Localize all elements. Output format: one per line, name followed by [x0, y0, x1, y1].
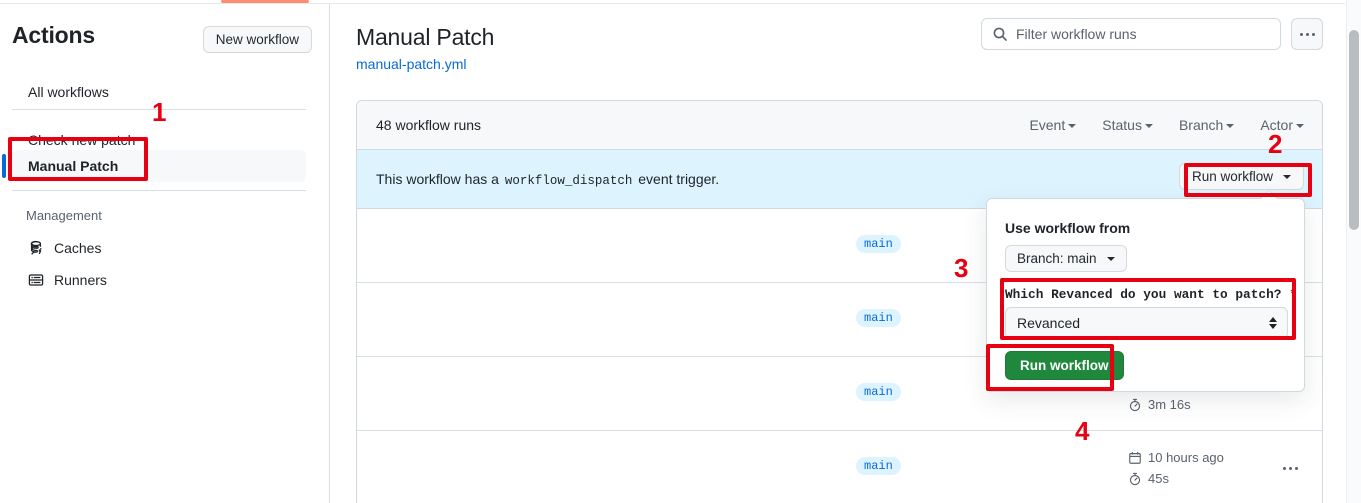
- sidebar-header: Actions New workflow: [12, 22, 312, 56]
- filter-actor[interactable]: Actor: [1260, 117, 1304, 133]
- table-row[interactable]: main 10 hours ago: [357, 431, 1322, 503]
- filter-event[interactable]: Event: [1029, 117, 1077, 133]
- scrollbar-thumb[interactable]: [1349, 30, 1359, 230]
- sidebar-item-label: Runners: [54, 272, 107, 288]
- dispatch-event-code: workflow_dispatch: [504, 173, 633, 188]
- workflow-title: Manual Patch: [356, 24, 495, 50]
- sidebar-item-caches[interactable]: Caches: [12, 233, 306, 263]
- kebab-horizontal-icon: [1282, 466, 1298, 470]
- run-meta: 3m 16s: [1128, 373, 1248, 415]
- header-divider: [0, 3, 1345, 4]
- sidebar-item-label: Caches: [54, 240, 102, 256]
- submit-run-workflow-button[interactable]: Run workflow: [1005, 351, 1124, 380]
- runs-count-label: 48 workflow runs: [376, 117, 482, 133]
- actions-sidebar: Actions New workflow All workflows Check…: [0, 4, 330, 503]
- run-meta: 10 hours ago 45s: [1128, 447, 1248, 489]
- stopwatch-icon: [1128, 472, 1142, 486]
- run-duration: 3m 16s: [1128, 394, 1248, 415]
- chevron-down-icon: [1144, 124, 1153, 128]
- sidebar-item-runners[interactable]: Runners: [12, 265, 306, 295]
- branch-badge[interactable]: main: [856, 235, 901, 253]
- page-title: Actions: [12, 22, 95, 48]
- chevron-down-icon: [1283, 174, 1291, 179]
- chevron-down-icon: [1296, 124, 1304, 128]
- search-placeholder: Filter workflow runs: [1016, 26, 1137, 42]
- run-workflow-dropdown-button[interactable]: Run workflow: [1178, 163, 1304, 190]
- runs-table-header: 48 workflow runs Event Status Branch Act…: [357, 101, 1322, 150]
- sidebar-divider-top: [12, 109, 306, 110]
- filter-status[interactable]: Status: [1102, 117, 1153, 133]
- chevron-down-icon: [1226, 124, 1235, 128]
- branch-badge[interactable]: main: [856, 383, 901, 401]
- cache-icon: [28, 240, 44, 256]
- workflow-input-label: Which Revanced do you want to patch? *: [1005, 287, 1297, 302]
- new-workflow-button[interactable]: New workflow: [202, 26, 312, 53]
- revanced-select[interactable]: Revanced: [1005, 307, 1288, 339]
- sidebar-item-all-workflows[interactable]: All workflows: [12, 76, 306, 108]
- sidebar-item-label: Manual Patch: [28, 158, 119, 174]
- search-input[interactable]: Filter workflow runs: [981, 18, 1281, 50]
- chevron-down-icon: [1106, 256, 1115, 261]
- branch-select-button[interactable]: Branch: main: [1005, 245, 1127, 272]
- row-more-options-button[interactable]: [1278, 459, 1302, 477]
- required-marker: *: [1289, 287, 1297, 302]
- run-workflow-popover: Use workflow from Branch: main Which Rev…: [986, 190, 1305, 392]
- filters-group: Event Status Branch Actor: [1029, 117, 1304, 133]
- workflow-file-link[interactable]: manual-patch.yml: [356, 56, 467, 72]
- search-icon: [992, 26, 1008, 42]
- sidebar-item-manual-patch[interactable]: Manual Patch: [2, 150, 306, 182]
- branch-badge[interactable]: main: [856, 457, 901, 475]
- branch-badge[interactable]: main: [856, 309, 901, 327]
- select-stepper-icon: [1269, 317, 1277, 329]
- kebab-horizontal-icon: [1299, 32, 1315, 36]
- sidebar-divider-bottom: [12, 190, 306, 191]
- dispatch-message: This workflow has a workflow_dispatch ev…: [376, 170, 720, 188]
- sidebar-item-label: All workflows: [28, 84, 109, 100]
- run-timestamp: 10 hours ago: [1128, 447, 1248, 468]
- run-duration: 45s: [1128, 468, 1248, 489]
- more-options-button[interactable]: [1291, 18, 1323, 50]
- revanced-select-value: Revanced: [1017, 315, 1081, 331]
- page-scrollbar[interactable]: [1346, 0, 1361, 503]
- server-icon: [28, 272, 44, 288]
- use-workflow-from-label: Use workflow from: [1005, 220, 1131, 236]
- filter-branch[interactable]: Branch: [1179, 117, 1235, 133]
- sidebar-item-label: Check new patch: [28, 132, 136, 148]
- active-tab-indicator: [221, 0, 309, 3]
- management-section-label: Management: [26, 208, 102, 223]
- calendar-icon: [1128, 451, 1142, 465]
- stopwatch-icon: [1128, 398, 1142, 412]
- chevron-down-icon: [1068, 124, 1077, 128]
